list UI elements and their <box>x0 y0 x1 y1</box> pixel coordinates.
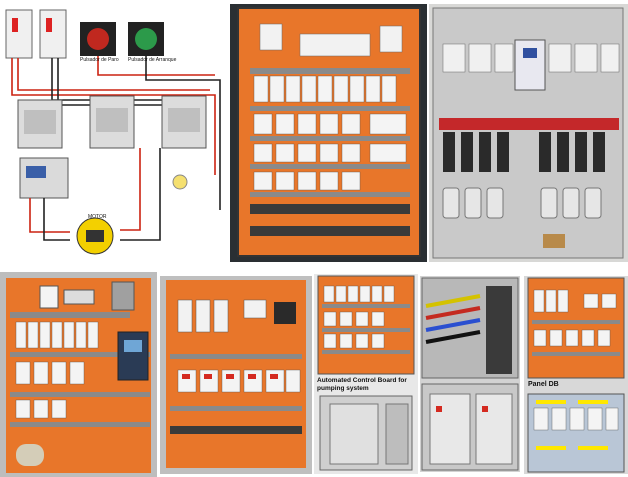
orange-panel-illustration <box>237 7 421 257</box>
tile-panel-db: Panel DB <box>524 276 628 474</box>
tile-automated-control-board: Automated Control Board for pumping syst… <box>314 274 418 474</box>
wiring-diagram-illustration <box>5 9 221 255</box>
busbar-cabinet-illustration <box>421 277 519 471</box>
tile-orange-panel-contactors <box>160 276 312 474</box>
tile-orange-panel-vfd <box>0 272 157 477</box>
contactor-panel-illustration <box>166 280 306 468</box>
panel-db-caption: Panel DB <box>528 381 559 388</box>
tile-capacitor-bank-panel <box>429 4 628 262</box>
start-button-label: Pulsador de Arranque <box>128 57 177 63</box>
tile-colored-busbar-cabinet <box>420 276 520 472</box>
motor-label: MOTOR <box>88 214 107 220</box>
control-board-illustration <box>317 275 415 471</box>
tile-star-delta-wiring-diagram: Pulsador de Paro Pulsador de Arranque MO… <box>0 0 228 262</box>
pumping-system-caption: Automated Control Board for pumping syst… <box>317 377 407 392</box>
vfd-panel-illustration <box>6 278 151 473</box>
stop-button-label: Pulsador de Paro <box>80 57 119 63</box>
tile-orange-control-panel-large <box>230 4 427 262</box>
capacitor-panel-illustration <box>432 7 624 259</box>
panel-db-illustration <box>527 277 625 473</box>
